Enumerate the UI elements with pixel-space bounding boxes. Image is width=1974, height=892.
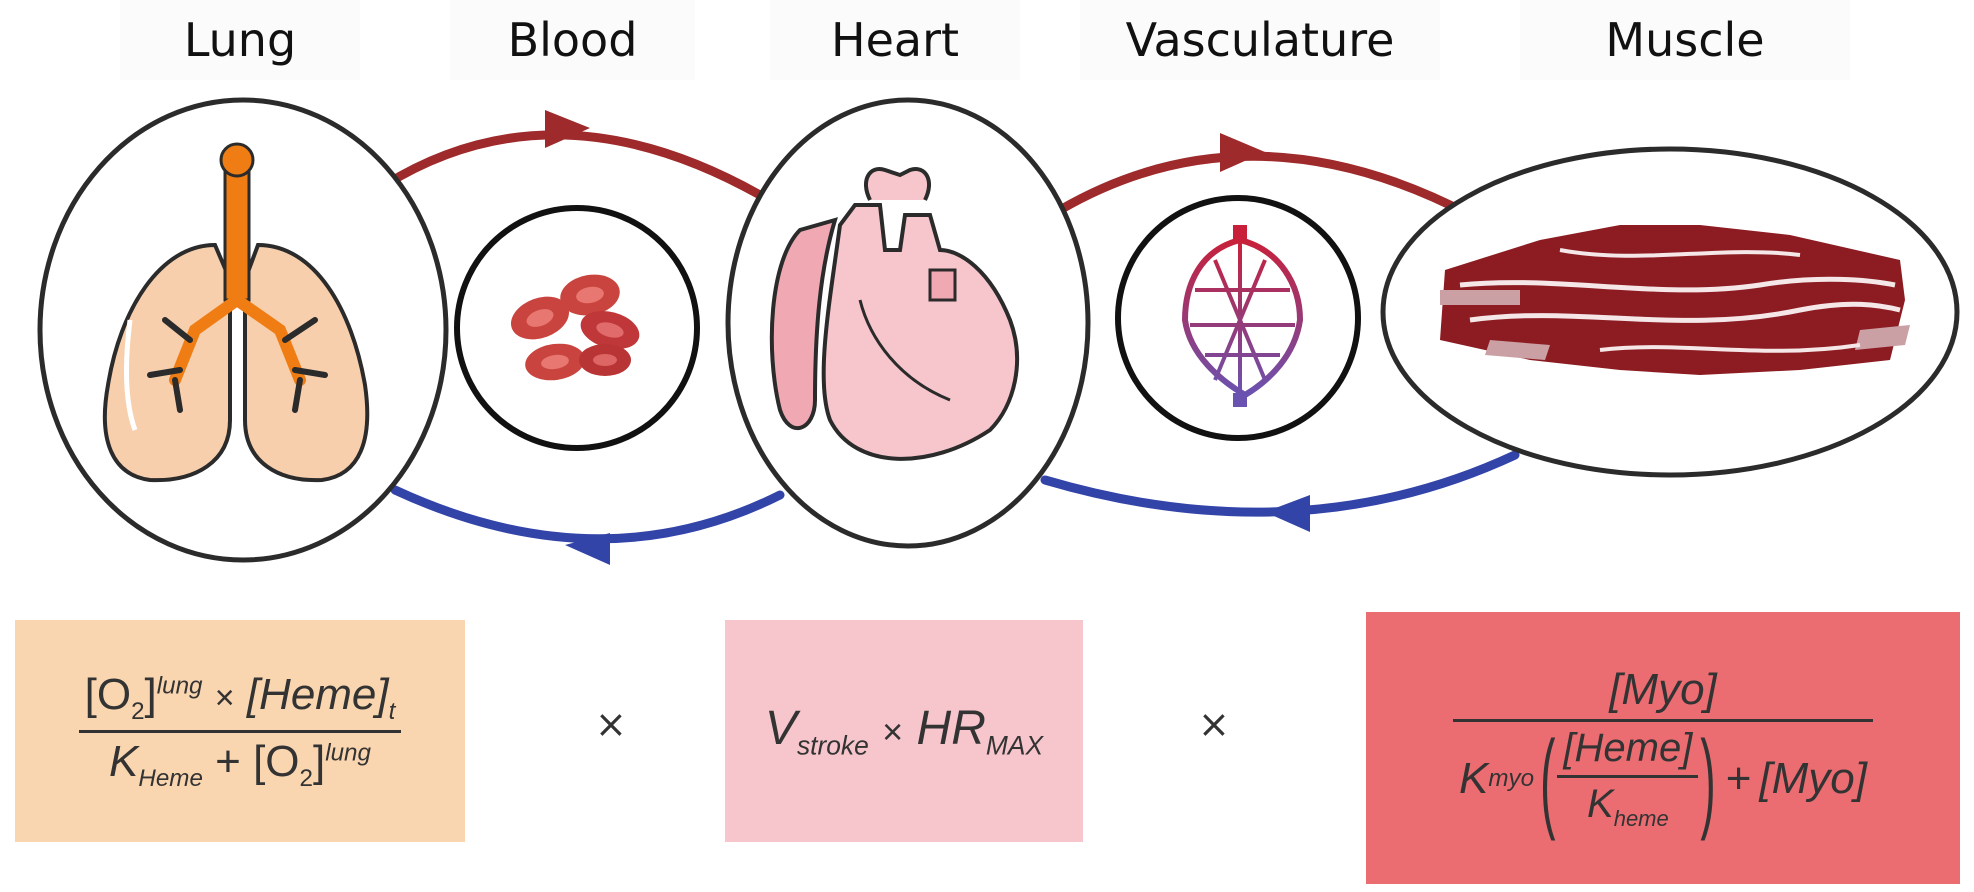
heart-icon (725, 97, 1091, 549)
lung-formula-numerator: [O2]lung × [Heme]t (79, 670, 402, 726)
capillary-bed-icon (1115, 195, 1361, 441)
header-lung: Lung (120, 0, 360, 80)
k-myo-term: K (1459, 753, 1489, 803)
stroke-volume-term: V (764, 701, 797, 755)
deoxygenated-arrowhead-2 (1265, 495, 1310, 532)
multiply-operator-2: × (1198, 702, 1230, 746)
heme-subscript: heme (1613, 805, 1669, 831)
plus-symbol: + (1725, 753, 1752, 803)
header-heart: Heart (770, 0, 1020, 80)
header-heart-label: Heart (830, 13, 960, 67)
heart-formula: Vstroke × HRMAX (765, 701, 1043, 762)
heme-ratio: [Heme] Kheme (1557, 725, 1699, 832)
myo-denominator: [Myo] (1759, 753, 1867, 803)
heart-rate-term: HR (916, 701, 986, 755)
oxygenated-arc-2 (1055, 151, 1475, 220)
o2-subscript-den: 2 (299, 764, 313, 792)
muscle-fiber-icon (1380, 146, 1960, 478)
oxygenated-arc-1 (380, 130, 765, 200)
k-heme-term: K (1587, 781, 1614, 826)
times-symbol: × (882, 710, 904, 752)
header-vasculature-label: Vasculature (1125, 13, 1395, 67)
header-muscle-label: Muscle (1605, 13, 1765, 67)
deoxygenated-arc-1 (390, 485, 785, 544)
lung-superscript: lung (156, 672, 203, 700)
heme-term: [Heme] (246, 669, 389, 719)
header-blood: Blood (450, 0, 695, 80)
plus-symbol: + (215, 736, 241, 786)
heme-numerator: [Heme] (1563, 725, 1693, 770)
left-paren: ( (1540, 716, 1556, 841)
lung-superscript-den: lung (325, 738, 371, 766)
multiply-operator-1: × (595, 702, 627, 746)
lung-icon (37, 97, 449, 563)
myo-subscript: myo (1488, 764, 1535, 792)
o2-subscript: 2 (131, 697, 145, 725)
red-blood-cells-icon (454, 205, 700, 451)
stroke-subscript: stroke (796, 730, 869, 761)
fraction-bar (1453, 718, 1873, 722)
right-paren: ) (1700, 716, 1716, 841)
lung-formula-box: [O2]lung × [Heme]t KHeme + [O2]lung (15, 620, 465, 842)
oxygenated-arrowhead-2 (1220, 133, 1265, 172)
heme-denominator: Kheme (1581, 782, 1675, 832)
heart-formula-box: Vstroke × HRMAX (725, 620, 1083, 842)
oxygenated-arrowhead-1 (545, 110, 590, 148)
deoxygenated-arc-2 (1040, 450, 1520, 517)
deoxygenated-arrowhead-1 (565, 533, 610, 565)
o2-open-den: [O (253, 736, 300, 786)
muscle-formula-numerator: [Myo] (1603, 665, 1723, 715)
myo-numerator: [Myo] (1609, 664, 1717, 714)
header-vasculature: Vasculature (1080, 0, 1440, 80)
lung-formula-denominator: KHeme + [O2]lung (103, 737, 377, 793)
times-symbol: × (214, 678, 235, 717)
heme-subscript: t (388, 697, 396, 725)
max-subscript: MAX (985, 730, 1044, 761)
header-blood-label: Blood (507, 13, 638, 67)
o2-close: ] (144, 669, 157, 719)
o2-close-den: ] (312, 736, 326, 786)
o2-open: [O (84, 669, 132, 719)
inner-fraction-bar (1557, 774, 1699, 778)
header-lung-label: Lung (183, 13, 297, 67)
k-term: K (109, 736, 139, 786)
fraction-bar (78, 729, 402, 733)
lung-formula: [O2]lung × [Heme]t KHeme + [O2]lung (78, 670, 402, 793)
k-subscript: Heme (138, 764, 203, 792)
header-muscle: Muscle (1520, 0, 1850, 80)
